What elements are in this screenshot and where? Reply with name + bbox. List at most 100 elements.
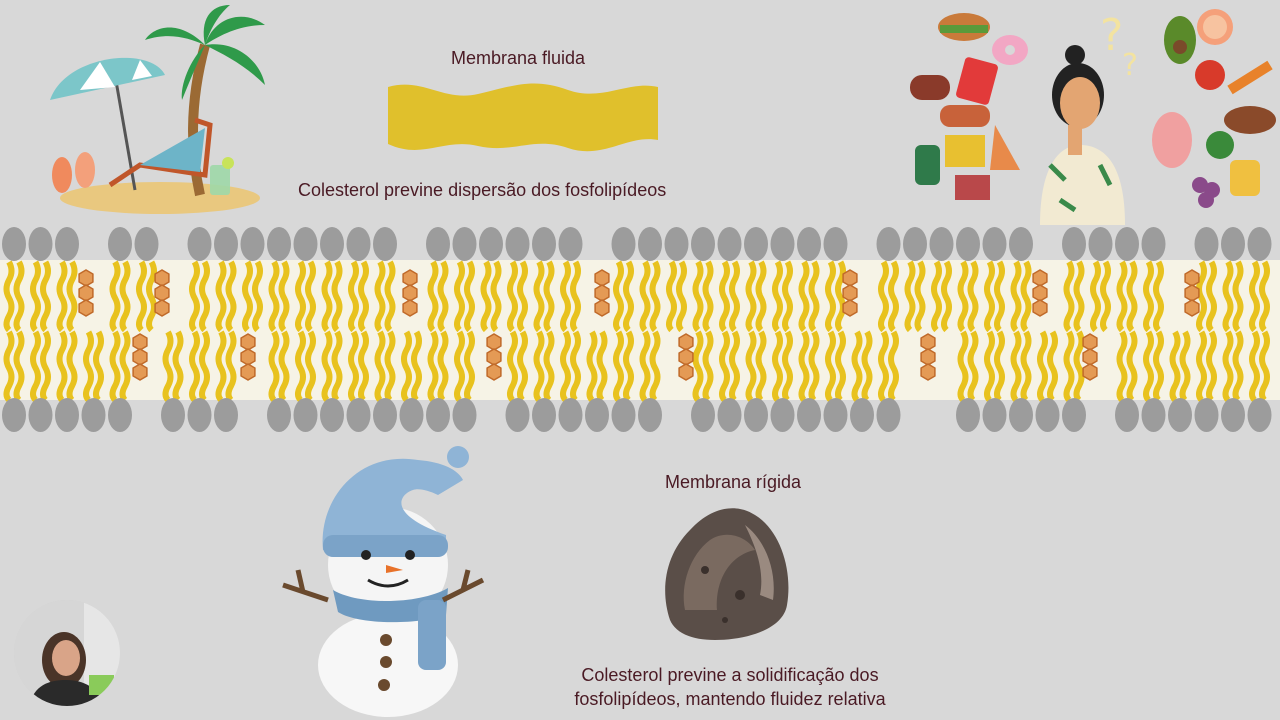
cholesterol-ring (78, 284, 94, 302)
lipid-head (1009, 398, 1033, 432)
lipid-tail (93, 330, 104, 403)
lipid-tail (1010, 260, 1022, 333)
lipid-tail (878, 330, 889, 403)
lipid-tail (331, 260, 343, 333)
lipid-tail (1232, 330, 1244, 403)
lipid-tail (517, 260, 528, 333)
lipid-tail (119, 260, 131, 333)
lipid-tail (517, 330, 528, 403)
lipid-tail (782, 330, 793, 403)
lipid-head (399, 398, 424, 432)
lipid-head (717, 398, 742, 432)
lipid-head (691, 227, 715, 261)
lipid-tail (1143, 260, 1154, 333)
lipid-head (320, 227, 344, 261)
lipid-head (797, 227, 821, 261)
lipid-tail (533, 260, 545, 333)
lipid-tail (1126, 330, 1138, 403)
lipid-head (929, 227, 954, 261)
lipid-tail (613, 330, 624, 403)
lipid-head (293, 227, 318, 261)
lipid-head (1062, 227, 1086, 261)
lipid-tail (1073, 330, 1085, 403)
lipid-head (479, 227, 503, 261)
lipid-tail (225, 260, 237, 333)
lipid-tail (729, 330, 740, 403)
cholesterol-ring (1082, 363, 1098, 381)
lipid-tail (666, 260, 677, 333)
lipid-tail (189, 260, 200, 333)
lipid-head (1194, 398, 1219, 432)
lipid-tail (321, 330, 333, 403)
lipid-tail (808, 330, 820, 403)
lipid-tail (755, 260, 767, 333)
lipid-tail (888, 330, 899, 403)
cholesterol-ring (402, 299, 418, 317)
lipid-tail (1232, 260, 1244, 333)
lipid-tail (305, 330, 316, 403)
lipid-tail (931, 260, 942, 333)
lipid-head (373, 227, 397, 261)
lipid-tail (427, 330, 439, 403)
lipid-tail (1259, 260, 1270, 333)
lipid-head (1141, 227, 1166, 261)
lipid-head (532, 398, 556, 432)
lipid-tail (215, 330, 227, 403)
lipid-tail (798, 260, 810, 333)
lipid-tail (437, 260, 449, 333)
lipid-tail (480, 260, 492, 333)
lipid-tail (782, 260, 793, 333)
lipid-head (982, 398, 1007, 432)
lipid-head (876, 398, 901, 432)
lipid-tail (295, 330, 306, 403)
lipid-head (638, 227, 662, 261)
cholesterol-ring (154, 284, 170, 302)
lipid-tail (172, 330, 184, 403)
lipid-tail (851, 330, 863, 403)
lipid-tail (570, 330, 581, 403)
lipid-tail (507, 330, 518, 403)
lipid-tail (464, 330, 475, 403)
lipid-tail (560, 330, 571, 403)
cholesterol-ring (1032, 299, 1048, 317)
lipid-tail (639, 330, 651, 403)
lipid-tail (1222, 330, 1234, 403)
lipid-tail (719, 330, 730, 403)
lipid-tail (358, 260, 369, 333)
lipid-tail (437, 330, 449, 403)
lipid-tail (729, 260, 740, 333)
lipid-tail (358, 330, 369, 403)
lipid-head (505, 398, 530, 432)
lipid-head (850, 398, 874, 432)
lipid-head (823, 227, 848, 261)
lipid-tail (30, 330, 41, 403)
lipid-head (1115, 227, 1139, 261)
lipid-head (982, 227, 1007, 261)
lipid-tail (374, 260, 386, 333)
lipid-head (744, 227, 768, 261)
lipid-tail (835, 330, 846, 403)
lipid-tail (146, 260, 157, 333)
lipid-tail (1143, 330, 1154, 403)
lipid-head (346, 227, 371, 261)
caption-bottom-line-1: Colesterol previne a solidificação dos (581, 665, 879, 685)
cholesterol-ring (240, 348, 256, 366)
lipid-tail (1169, 330, 1181, 403)
lipid-head (55, 227, 79, 261)
lipid-tail (772, 260, 783, 333)
lipid-tail (1020, 260, 1032, 333)
lipid-head (956, 398, 980, 432)
lipid-tail (348, 330, 359, 403)
lipid-head (426, 398, 450, 432)
lipid-tail (772, 330, 783, 403)
lipid-head (797, 398, 821, 432)
lipid-tail (30, 260, 41, 333)
lipid-tail (623, 330, 634, 403)
cholesterol-ring (486, 363, 502, 381)
lipid-head (558, 227, 583, 261)
lipid-tail (1179, 330, 1191, 403)
lipid-tail (543, 260, 555, 333)
rock-icon (665, 508, 789, 640)
lipid-tail (411, 330, 422, 403)
lipid-tail (1153, 260, 1164, 333)
